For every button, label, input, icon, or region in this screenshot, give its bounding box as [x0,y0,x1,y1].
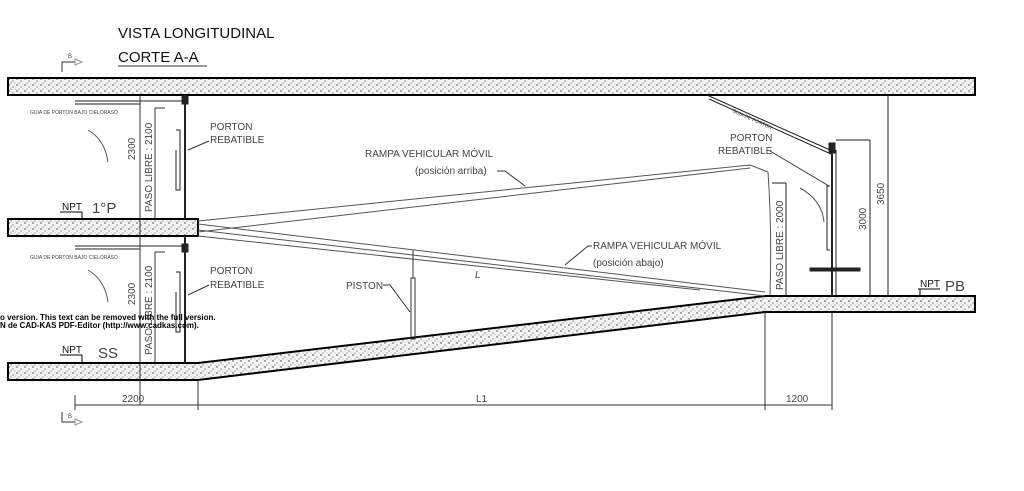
svg-text:1°P: 1°P [92,200,116,217]
level-pb: NPT PB [918,278,965,296]
clear-passage-upper: PASO LIBRE : 2100 [144,122,155,212]
ramp-up [197,164,772,296]
first-floor-slab [7,218,199,237]
ramp-down-label-1: RAMPA VEHICULAR MÓVIL [593,239,722,252]
drawing-subtitle: CORTE A-A [118,49,199,66]
dim-1200: 1200 [786,394,809,405]
svg-text:SS: SS [98,345,118,362]
clear-passage-right: PASO LIBRE : 2000 [775,200,786,290]
gate-label-right-1: PORTON [730,133,772,144]
svg-text:NPT: NPT [62,202,82,213]
dim-l1: L1 [476,394,488,405]
gate-label-right-2: REBATIBLE [718,146,773,157]
dim-2200: 2200 [122,394,145,405]
piston-label: PISTON [346,281,383,292]
section-marker-bottom: B [61,412,84,426]
gate-label-lower-1: PORTON [210,266,252,277]
piston [410,250,416,340]
dim-3000: 3000 [858,207,869,230]
gate-guide-label-upper: GUIA DE PORTON BAJO CIELORASO [30,110,118,116]
upper-gate [75,95,189,219]
ramp-up-label-2: (posición arriba) [415,166,487,177]
dim-2300-upper: 2300 [127,137,138,160]
level-1p: NPT 1°P [60,200,116,219]
gate-guide-label-right: GUIA DE PORTON [731,108,773,131]
svg-text:NPT: NPT [62,345,82,356]
ramp-up-label-1: RAMPA VEHICULAR MÓVIL [365,147,494,160]
drawing-title: VISTA LONGITUDINAL [118,25,274,42]
dim-2300-lower: 2300 [127,282,138,305]
ramp-down [197,223,766,297]
svg-text:B: B [68,414,72,420]
bottom-dimension-line [74,312,833,410]
top-slab [7,77,976,96]
right-gate [706,94,889,296]
basement-ramp-slab [7,295,976,381]
gate-label-upper-1: PORTON [210,122,252,133]
gate-label-upper-2: REBATIBLE [210,135,265,146]
svg-text:PB: PB [945,278,965,295]
lower-gate [75,236,189,363]
svg-text:B: B [68,54,72,60]
gate-guide-label-lower: GUIA DE PORTON BAJO CIELORASO [30,255,118,261]
ramp-down-label-2: (posición abajo) [593,258,664,269]
watermark-text: o version. This text can be removed with… [0,313,216,330]
dim-3650: 3650 [876,182,887,205]
ramp-length-label: L [475,270,481,281]
svg-text:NPT: NPT [920,279,940,290]
section-marker-top: B [61,54,84,72]
level-ss: NPT SS [60,345,118,363]
gate-label-lower-2: REBATIBLE [210,280,265,291]
clear-passage-lower: PASO LIBRE : 2100 [144,265,155,355]
